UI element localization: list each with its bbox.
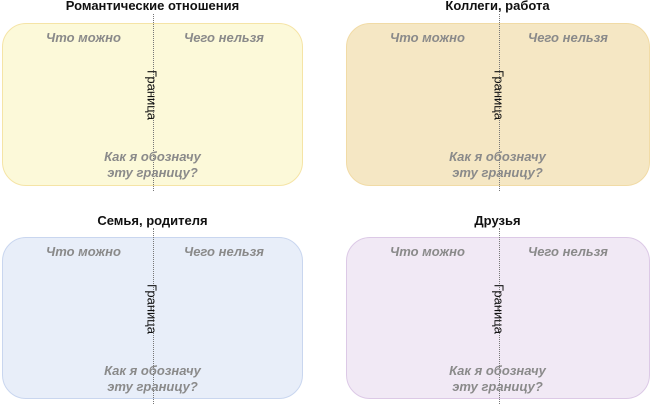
panel-friends: Друзья Что можно Чего нельзя Граница Как… [345, 210, 650, 404]
boundary-label: Граница [491, 70, 507, 120]
boundary-label: Граница [144, 284, 160, 334]
question-label: Как я обозначу эту границу? [449, 363, 546, 394]
cannot-label: Чего нельзя [528, 244, 608, 259]
panel-title: Семья, родителя [97, 213, 208, 228]
panel-title: Романтические отношения [65, 0, 240, 13]
boundary-label: Граница [144, 70, 160, 120]
boundary-divider [499, 228, 500, 404]
boundary-box [346, 14, 650, 191]
can-label: Что можно [390, 244, 465, 259]
cannot-label: Чего нельзя [528, 30, 608, 45]
panel-romantic: Романтические отношения Что можно Чего н… [0, 0, 305, 191]
can-label: Что можно [46, 30, 121, 45]
panel-family: Семья, родителя Что можно Чего нельзя Гр… [0, 210, 305, 404]
cannot-label: Чего нельзя [184, 30, 264, 45]
question-label: Как я обозначу эту границу? [104, 363, 201, 394]
panel-colleagues: Коллеги, работа Что можно Чего нельзя Гр… [345, 0, 650, 191]
boundary-label: Граница [491, 284, 507, 334]
question-label: Как я обозначу эту границу? [104, 149, 201, 180]
boundary-box [2, 14, 303, 191]
can-label: Что можно [390, 30, 465, 45]
can-label: Что можно [46, 244, 121, 259]
boundary-divider [153, 14, 154, 191]
panel-title: Коллеги, работа [445, 0, 550, 13]
boundary-divider [499, 14, 500, 191]
boundary-box [2, 228, 303, 404]
panel-title: Друзья [474, 213, 521, 228]
boundary-divider [153, 228, 154, 404]
question-label: Как я обозначу эту границу? [449, 149, 546, 180]
cannot-label: Чего нельзя [184, 244, 264, 259]
